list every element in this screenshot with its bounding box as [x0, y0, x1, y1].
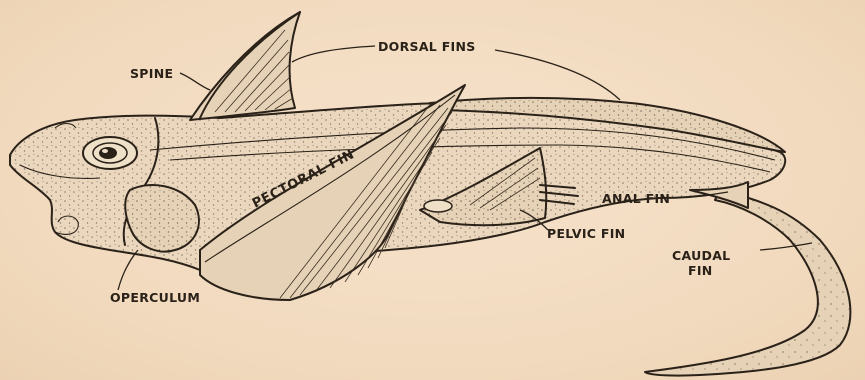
label-dorsal-fins: DORSAL FINS: [378, 39, 476, 54]
label-caudal-line2: FIN: [688, 263, 713, 278]
label-caudal-line1: CAUDAL: [672, 248, 730, 263]
caudal-fin: [645, 190, 850, 376]
dorsal-leader-1: [292, 46, 375, 62]
eye: [83, 137, 137, 169]
label-operculum: OPERCULUM: [110, 290, 200, 305]
spine-leader: [180, 73, 210, 90]
first-dorsal-fin: [190, 12, 300, 120]
label-anal-fin: ANAL FIN: [602, 191, 670, 206]
label-spine: SPINE: [130, 66, 173, 81]
operculum-leader: [118, 250, 138, 290]
label-pelvic-fin: PELVIC FIN: [547, 226, 625, 241]
dorsal-leader-2: [495, 50, 620, 100]
